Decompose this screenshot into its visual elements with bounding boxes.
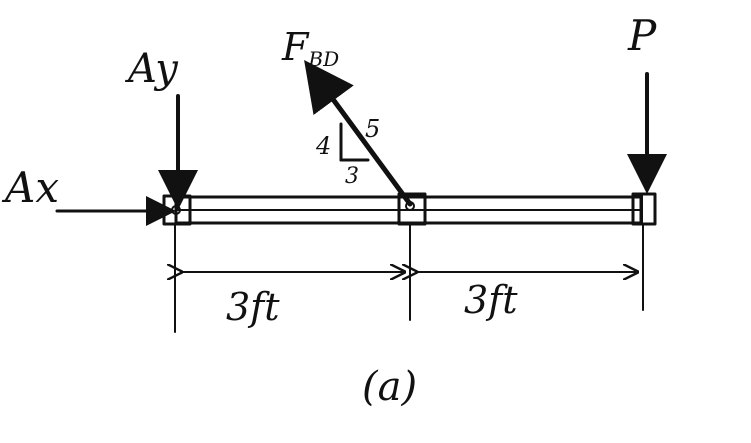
dimension-lines [175,224,644,333]
slope-triangle [339,122,370,162]
figure-caption: (a) [362,364,417,410]
force-p-label: P [627,11,657,60]
beam-end-c [631,192,657,226]
force-fbd-label: FBD [281,25,339,71]
slope-hyp-label: 5 [365,115,380,143]
force-ay-label: Ay [124,46,179,92]
force-fbd-arrow [304,59,413,207]
slope-rise-label: 4 [315,132,331,160]
dim-left-label: 3ft [226,285,280,329]
slope-run-label: 3 [345,164,359,189]
dim-right-label: 3ft [464,278,518,322]
force-ax-label: Ax [1,163,59,212]
